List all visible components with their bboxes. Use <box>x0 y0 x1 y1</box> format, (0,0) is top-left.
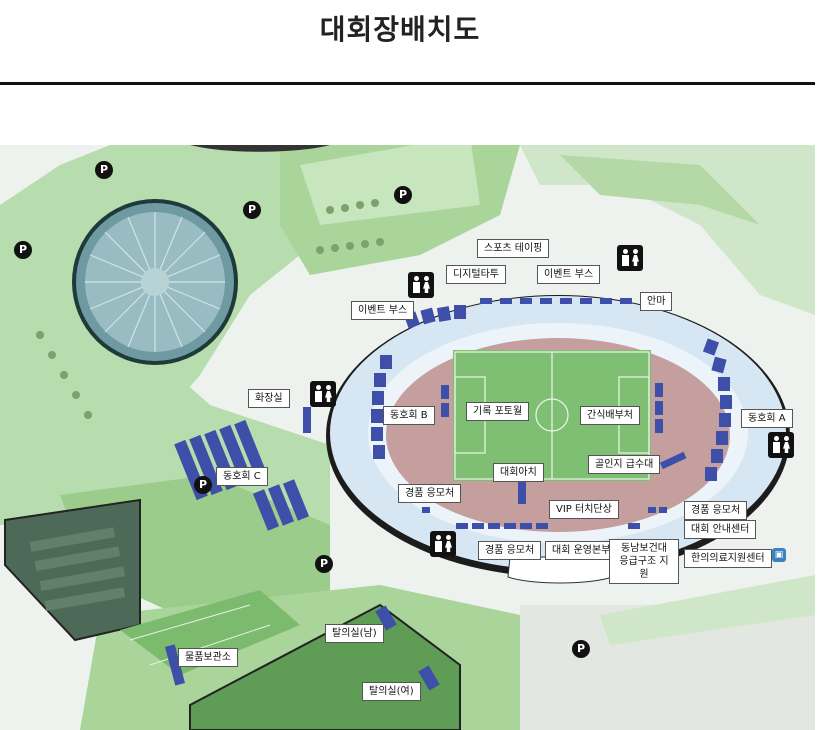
label-club-a: 동호회 A <box>741 409 793 428</box>
page-title: 대회장배치도 <box>319 13 481 46</box>
label-goal-water: 골인지 급수대 <box>588 455 661 474</box>
label-club-b: 동호회 B <box>383 406 435 425</box>
parking-icon: P <box>315 555 333 573</box>
label-event-booth-top: 이벤트 부스 <box>537 265 601 284</box>
label-oriental-medicine: 한의의료지원센터 <box>684 549 772 568</box>
parking-icon: P <box>14 241 32 259</box>
label-storage: 물품보관소 <box>178 648 238 667</box>
label-prize-left: 경품 응모처 <box>398 484 462 503</box>
label-prize-right: 경품 응모처 <box>684 501 748 520</box>
parking-icon: P <box>95 161 113 179</box>
title-divider <box>0 82 815 85</box>
restroom-icon <box>768 432 794 458</box>
restroom-icon <box>617 245 643 271</box>
label-event-booth-left: 이벤트 부스 <box>351 301 415 320</box>
label-tournament-arch: 대회아치 <box>493 463 544 482</box>
bus-stop-icon: ▣ <box>772 548 786 562</box>
restroom-icon <box>408 272 434 298</box>
label-changing-male: 탈의실(남) <box>325 624 384 643</box>
label-digital-tattoo: 디지털타투 <box>446 265 506 284</box>
label-club-c: 동호회 C <box>216 467 268 486</box>
label-emergency-support: 동남보건대 응급구조 지원 <box>609 539 679 584</box>
restroom-icon <box>310 381 336 407</box>
label-restroom: 화장실 <box>248 389 290 408</box>
parking-icon: P <box>194 476 212 494</box>
label-info-center: 대회 안내센터 <box>684 520 757 539</box>
label-changing-female: 탈의실(여) <box>362 682 421 701</box>
label-emergency-line1: 동남보건대 <box>621 543 667 554</box>
parking-icon: P <box>572 640 590 658</box>
label-emergency-line2: 응급구조 지원 <box>619 556 669 580</box>
label-operation-hq: 대회 운영본부 <box>545 541 618 560</box>
label-vip-touch: VIP 터치단상 <box>549 500 619 519</box>
map-graphic <box>0 145 815 730</box>
label-prize-bottom: 경품 응모처 <box>478 541 542 560</box>
venue-map[interactable]: P P P P P P P ▣ 스포츠 테이핑 디지털타투 이벤트 부스 안마 … <box>0 145 815 730</box>
label-record-photo: 기록 포토월 <box>466 402 530 421</box>
label-sports-taping: 스포츠 테이핑 <box>477 239 550 258</box>
label-massage: 안마 <box>640 292 673 311</box>
restroom-icon <box>430 531 456 557</box>
label-snack-distribution: 간식배부처 <box>580 406 640 425</box>
parking-icon: P <box>394 186 412 204</box>
parking-icon: P <box>243 201 261 219</box>
